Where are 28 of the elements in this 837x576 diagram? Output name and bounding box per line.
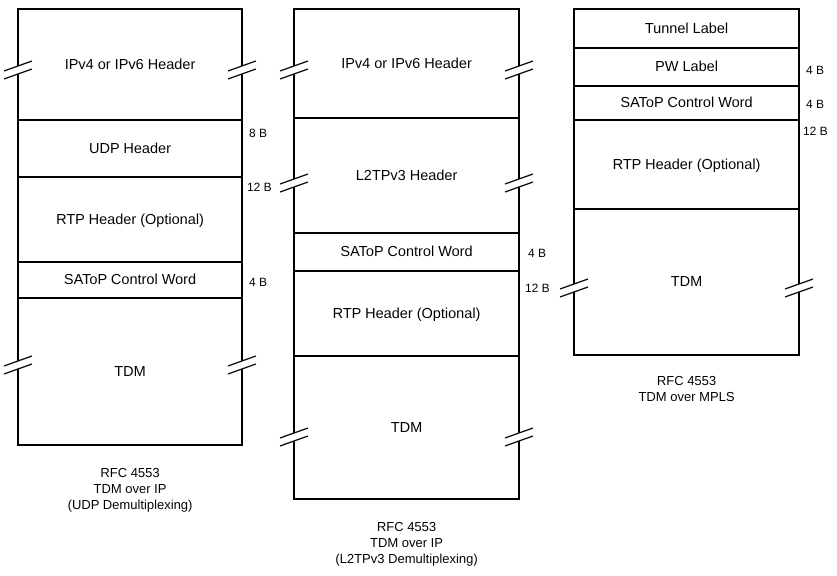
byte-size-label: 12 B — [803, 124, 828, 138]
stack-label: RFC 4553 TDM over MPLS — [637, 373, 736, 405]
stack-label: RFC 4553 TDM over IP (L2TPv3 Demultiplexing) — [334, 519, 479, 567]
header-field: IPv4 or IPv6 Header — [293, 8, 520, 119]
byte-size-label: 12 B — [525, 281, 550, 295]
header-field: TDM — [573, 208, 800, 356]
header-field: SAToP Control Word — [17, 261, 243, 299]
header-field: SAToP Control Word — [573, 85, 800, 121]
header-field: RTP Header (Optional) — [17, 176, 243, 263]
header-field: TDM — [17, 297, 243, 446]
header-field: Tunnel Label — [573, 8, 800, 49]
byte-size-label: 4 B — [249, 275, 268, 289]
packet-format-stack — [17, 8, 243, 513]
byte-size-label: 12 B — [247, 180, 272, 194]
header-field: UDP Header — [17, 119, 243, 178]
byte-size-label: 4 B — [806, 63, 824, 77]
header-field: PW Label — [573, 47, 800, 87]
byte-size-label: 4 B — [806, 97, 824, 111]
header-field: RTP Header (Optional) — [573, 119, 800, 210]
header-field: TDM — [293, 355, 520, 500]
header-field: IPv4 or IPv6 Header — [17, 8, 243, 121]
stack-label: RFC 4553 TDM over IP (UDP Demultiplexing) — [66, 465, 194, 513]
header-field: RTP Header (Optional) — [293, 270, 520, 357]
byte-size-label: 4 B — [528, 246, 546, 260]
packet-format-stack — [293, 8, 520, 567]
header-field: L2TPv3 Header — [293, 117, 520, 234]
byte-size-label: 8 B — [249, 126, 268, 140]
header-field: SAToP Control Word — [293, 232, 520, 272]
